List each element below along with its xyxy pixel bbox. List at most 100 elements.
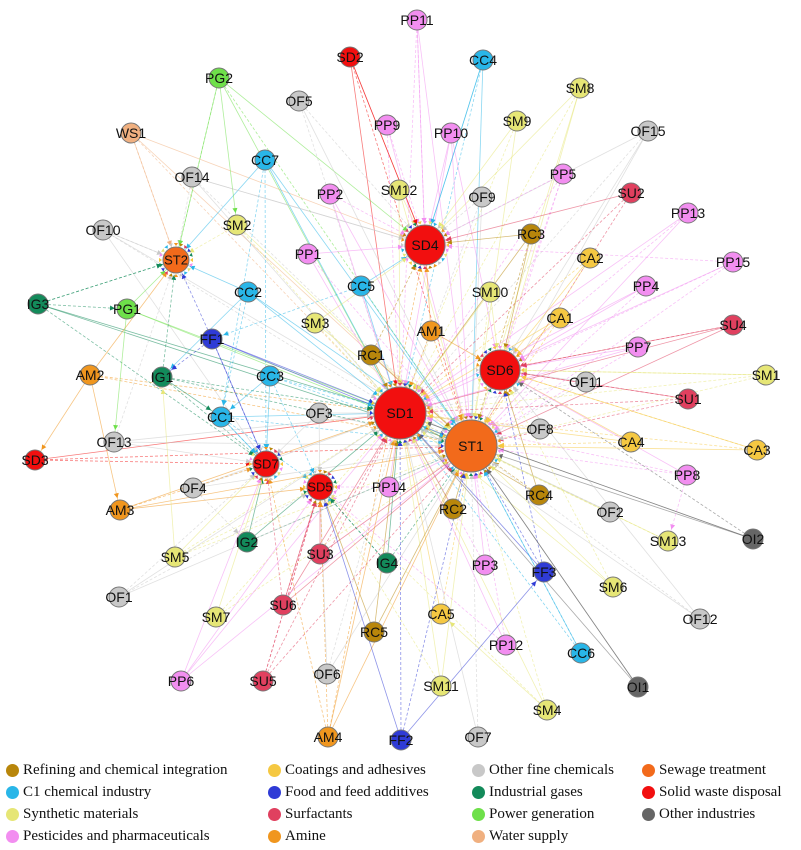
node-pg1[interactable]: PG1 <box>113 298 141 320</box>
hub-arrow-marker <box>443 459 448 463</box>
hub-arrow-marker <box>487 388 492 393</box>
node-ws1[interactable]: WS1 <box>116 122 147 144</box>
node-sm3[interactable]: SM3 <box>301 312 330 334</box>
node-st1[interactable]: ST1 <box>441 416 501 476</box>
node-of13[interactable]: OF13 <box>96 431 132 453</box>
node-sm4[interactable]: SM4 <box>533 699 562 721</box>
hub-arrow-marker <box>408 261 412 266</box>
node-su4[interactable]: SU4 <box>719 314 747 336</box>
node-cc4[interactable]: CC4 <box>469 49 497 71</box>
node-ca3[interactable]: CA3 <box>743 439 771 461</box>
hub-arrow-marker <box>308 498 312 502</box>
node-sd7[interactable]: SD7 <box>249 447 283 481</box>
node-rc5[interactable]: RC5 <box>360 621 388 643</box>
node-of14[interactable]: OF14 <box>174 166 210 188</box>
node-pp4[interactable]: PP4 <box>633 275 660 297</box>
node-of1[interactable]: OF1 <box>105 586 133 608</box>
node-sd1[interactable]: SD1 <box>370 383 430 443</box>
node-sm9[interactable]: SM9 <box>503 110 532 132</box>
node-ff1[interactable]: FF1 <box>200 328 225 350</box>
node-of9[interactable]: OF9 <box>468 186 496 208</box>
node-pp11[interactable]: PP11 <box>400 9 434 31</box>
node-of3[interactable]: OF3 <box>305 402 333 424</box>
node-pp3[interactable]: PP3 <box>472 554 499 576</box>
hub-arrow-marker <box>317 501 323 504</box>
node-sm2[interactable]: SM2 <box>223 214 252 236</box>
node-sm8[interactable]: SM8 <box>566 77 595 99</box>
node-cc1[interactable]: CC1 <box>207 406 235 428</box>
node-cc3[interactable]: CC3 <box>256 365 284 387</box>
node-rc4[interactable]: RC4 <box>525 484 553 506</box>
node-cc6[interactable]: CC6 <box>567 642 595 664</box>
node-st2[interactable]: ST2 <box>159 243 193 277</box>
hub-arrow-marker <box>428 221 433 225</box>
node-of11[interactable]: OF11 <box>569 371 603 393</box>
node-pp12[interactable]: PP12 <box>489 634 523 656</box>
edge-FF3-SD1 <box>399 412 545 573</box>
node-sd2[interactable]: SD2 <box>336 46 364 68</box>
node-cc5[interactable]: CC5 <box>347 275 375 297</box>
node-sm7[interactable]: SM7 <box>202 606 231 628</box>
node-ca4[interactable]: CA4 <box>617 431 645 453</box>
node-oi2[interactable]: OI2 <box>742 528 765 550</box>
node-am1[interactable]: AM1 <box>417 320 446 342</box>
node-pp7[interactable]: PP7 <box>625 336 652 358</box>
node-pp13[interactable]: PP13 <box>671 202 705 224</box>
node-am2[interactable]: AM2 <box>76 364 105 386</box>
node-rc3[interactable]: RC3 <box>517 223 545 245</box>
node-sm5[interactable]: SM5 <box>161 546 190 568</box>
node-pp5[interactable]: PP5 <box>550 163 577 185</box>
node-pg2[interactable]: PG2 <box>205 67 233 89</box>
node-of8[interactable]: OF8 <box>526 418 554 440</box>
node-ig4[interactable]: IG4 <box>376 552 399 574</box>
node-rc1[interactable]: RC1 <box>357 344 385 366</box>
node-of15[interactable]: OF15 <box>630 120 666 142</box>
node-pp15[interactable]: PP15 <box>716 251 750 273</box>
node-pp10[interactable]: PP10 <box>434 122 468 144</box>
node-pp14[interactable]: PP14 <box>372 476 406 498</box>
node-am4[interactable]: AM4 <box>314 726 343 748</box>
node-sm10[interactable]: SM10 <box>472 281 509 303</box>
node-ig2[interactable]: IG2 <box>236 531 259 553</box>
node-ig1[interactable]: IG1 <box>151 366 174 388</box>
node-su3[interactable]: SU3 <box>306 543 334 565</box>
node-am3[interactable]: AM3 <box>106 499 135 521</box>
node-sd3[interactable]: SD3 <box>21 449 49 471</box>
node-label: SM6 <box>599 579 628 595</box>
node-pp8[interactable]: PP8 <box>674 464 701 486</box>
node-sm1[interactable]: SM1 <box>752 364 781 386</box>
node-sd6[interactable]: SD6 <box>476 346 524 394</box>
node-su2[interactable]: SU2 <box>617 182 645 204</box>
node-ig3[interactable]: IG3 <box>27 293 50 315</box>
node-of10[interactable]: OF10 <box>85 219 121 241</box>
node-su5[interactable]: SU5 <box>249 670 277 692</box>
node-su6[interactable]: SU6 <box>269 594 297 616</box>
node-rc2[interactable]: RC2 <box>439 498 467 520</box>
node-pp9[interactable]: PP9 <box>374 114 401 136</box>
node-pp2[interactable]: PP2 <box>317 183 344 205</box>
node-of2[interactable]: OF2 <box>596 501 624 523</box>
arrow-CA1-ST1 <box>486 417 492 424</box>
node-ff2[interactable]: FF2 <box>389 729 414 751</box>
node-of4[interactable]: OF4 <box>179 477 207 499</box>
node-ca5[interactable]: CA5 <box>427 603 455 625</box>
node-ca1[interactable]: CA1 <box>546 307 574 329</box>
node-oi1[interactable]: OI1 <box>627 676 650 698</box>
node-cc2[interactable]: CC2 <box>234 281 262 303</box>
node-of12[interactable]: OF12 <box>682 608 718 630</box>
node-sm13[interactable]: SM13 <box>650 530 687 552</box>
node-sm11[interactable]: SM11 <box>423 675 459 697</box>
node-sd4[interactable]: SD4 <box>401 221 449 269</box>
node-sd5[interactable]: SD5 <box>303 470 337 504</box>
node-of6[interactable]: OF6 <box>313 663 341 685</box>
node-su1[interactable]: SU1 <box>674 388 702 410</box>
node-pp1[interactable]: PP1 <box>295 243 322 265</box>
node-sm6[interactable]: SM6 <box>599 576 628 598</box>
node-of5[interactable]: OF5 <box>285 90 313 112</box>
node-ff3[interactable]: FF3 <box>532 561 557 583</box>
node-ca2[interactable]: CA2 <box>576 247 604 269</box>
node-cc7[interactable]: CC7 <box>251 149 279 171</box>
node-of7[interactable]: OF7 <box>464 726 492 748</box>
node-sm12[interactable]: SM12 <box>381 179 418 201</box>
node-pp6[interactable]: PP6 <box>168 670 195 692</box>
